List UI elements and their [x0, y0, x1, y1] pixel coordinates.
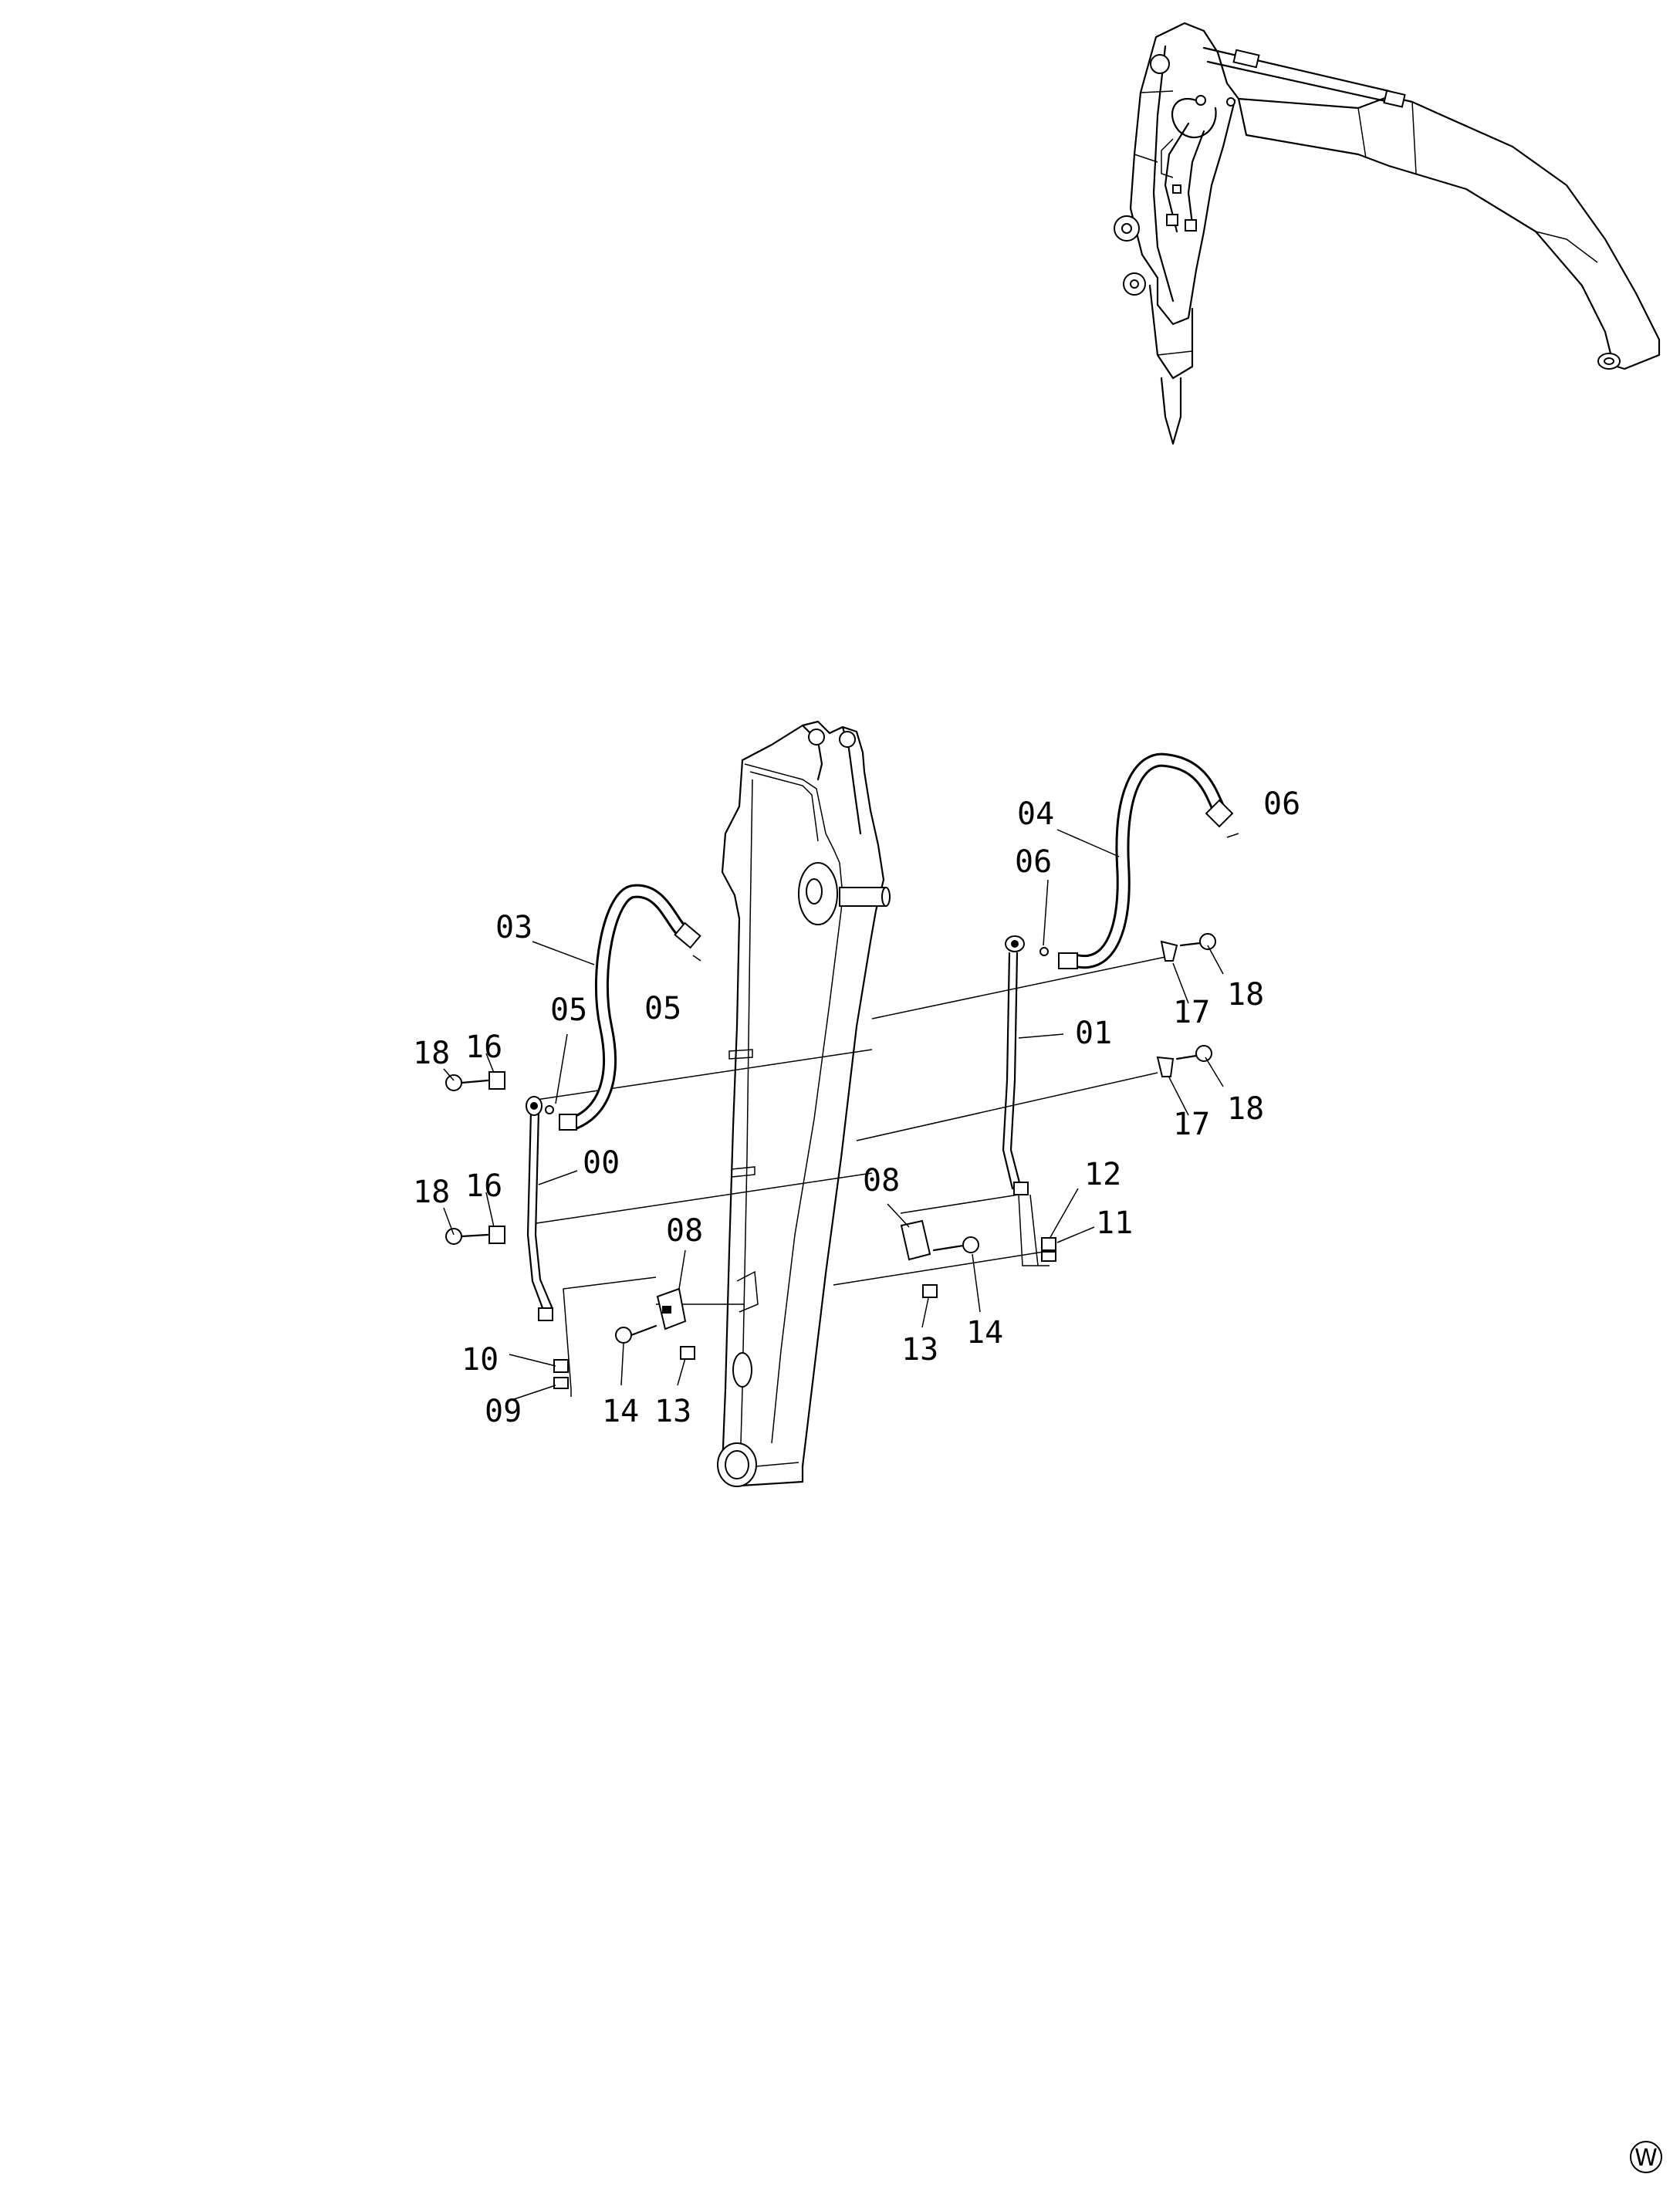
- callout-13: 13: [901, 1332, 938, 1368]
- pipe-01: [1002, 935, 1029, 1195]
- callout-11: 11: [1096, 1205, 1133, 1241]
- callout-18: 18: [1227, 977, 1264, 1013]
- callout-08: 08: [863, 1163, 900, 1199]
- callout-10: 10: [461, 1342, 499, 1378]
- inset-excavator-boom: [1114, 22, 1661, 445]
- callout-18: 18: [1227, 1091, 1264, 1127]
- callout-16: 16: [465, 1168, 502, 1204]
- callout-04: 04: [1017, 796, 1054, 832]
- callout-09: 09: [485, 1394, 522, 1429]
- callout-12: 12: [1084, 1157, 1121, 1192]
- callout-18: 18: [413, 1175, 450, 1210]
- callout-14: 14: [602, 1394, 639, 1429]
- callout-leaders: [443, 829, 1224, 1401]
- main-boom-arm: [717, 720, 891, 1487]
- callout-05: 05: [644, 991, 681, 1026]
- callout-00: 00: [583, 1145, 620, 1181]
- callout-14: 14: [966, 1315, 1003, 1351]
- callout-17: 17: [1173, 995, 1210, 1030]
- callout-06: 06: [1015, 844, 1052, 880]
- callout-13: 13: [654, 1394, 691, 1429]
- callout-01: 01: [1075, 1016, 1112, 1051]
- pipe-00: [526, 1096, 554, 1321]
- hose-03: [545, 884, 701, 1131]
- small-parts: [445, 933, 1216, 1389]
- callout-03: 03: [495, 910, 532, 945]
- callout-08: 08: [666, 1213, 703, 1249]
- corner-badge: W: [1630, 2141, 1662, 2173]
- assembly-lines: [536, 956, 1166, 1397]
- callout-06: 06: [1263, 786, 1300, 822]
- callout-18: 18: [413, 1036, 450, 1071]
- callout-labels: 03 04 06 06 05 05 01 00 18 16 18 16 17 1…: [413, 786, 1300, 1429]
- hose-04: [1039, 752, 1239, 969]
- corner-badge-letter: W: [1634, 2145, 1658, 2172]
- callout-16: 16: [465, 1030, 502, 1065]
- callout-05: 05: [550, 992, 587, 1028]
- callout-17: 17: [1173, 1107, 1210, 1142]
